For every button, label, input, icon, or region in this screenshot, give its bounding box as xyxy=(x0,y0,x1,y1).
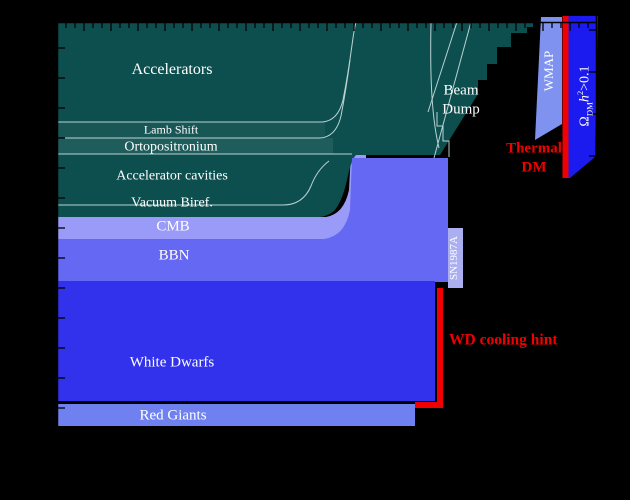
annotation-dm: DM xyxy=(521,159,547,175)
label-beam: Beam xyxy=(443,82,479,99)
region-omega-dm xyxy=(568,16,598,178)
label-accelerators: Accelerators xyxy=(131,61,213,78)
label-lamb-shift: Lamb Shift xyxy=(143,122,199,137)
omega-symbol: Ω xyxy=(577,116,593,127)
label-sn1987a: SN1987A xyxy=(448,235,461,281)
omega-superscript: 2 xyxy=(574,90,585,96)
thermal-dm-line xyxy=(562,16,569,178)
annotation-thermal: Thermal xyxy=(506,140,562,157)
band-ortopositronium xyxy=(57,138,333,154)
label-beam-dump: Beam Dump xyxy=(442,81,480,119)
label-red-giants: Red Giants xyxy=(139,407,207,424)
label-omega-dm: ΩDMh2>0.1 xyxy=(575,65,595,126)
omega-h: h xyxy=(577,95,593,103)
region-accelerators xyxy=(57,22,533,217)
label-bbn: BBN xyxy=(158,247,190,264)
region-bbn xyxy=(57,158,448,282)
region-sn1987a xyxy=(448,228,463,288)
wd-cooling-hint-line xyxy=(415,288,443,408)
annotation-thermal-dm: Thermal DM xyxy=(506,139,562,177)
label-cmb: CMB xyxy=(156,218,190,235)
axis-ticks xyxy=(58,23,596,439)
label-accelerator-cavities: Accelerator cavities xyxy=(116,168,228,184)
region-red-giants xyxy=(57,404,415,426)
label-vacuum-biref: Vacuum Biref. xyxy=(131,195,213,211)
label-ortopositronium: Ortopositronium xyxy=(124,139,218,155)
region-white-dwarfs xyxy=(57,281,435,401)
region-wmap xyxy=(535,17,562,140)
contour-lines xyxy=(57,21,472,206)
axis-frame xyxy=(56,16,598,444)
band-lamb-shift xyxy=(57,122,325,138)
label-dump: Dump xyxy=(442,101,480,117)
omega-subscript: DM xyxy=(584,102,595,117)
annotation-wd-cooling-hint: WD cooling hint xyxy=(449,331,558,349)
label-wmap: WMAP xyxy=(540,50,556,92)
omega-threshold: >0.1 xyxy=(577,65,593,91)
region-cmb xyxy=(57,152,366,239)
label-white-dwarfs: White Dwarfs xyxy=(129,354,215,371)
